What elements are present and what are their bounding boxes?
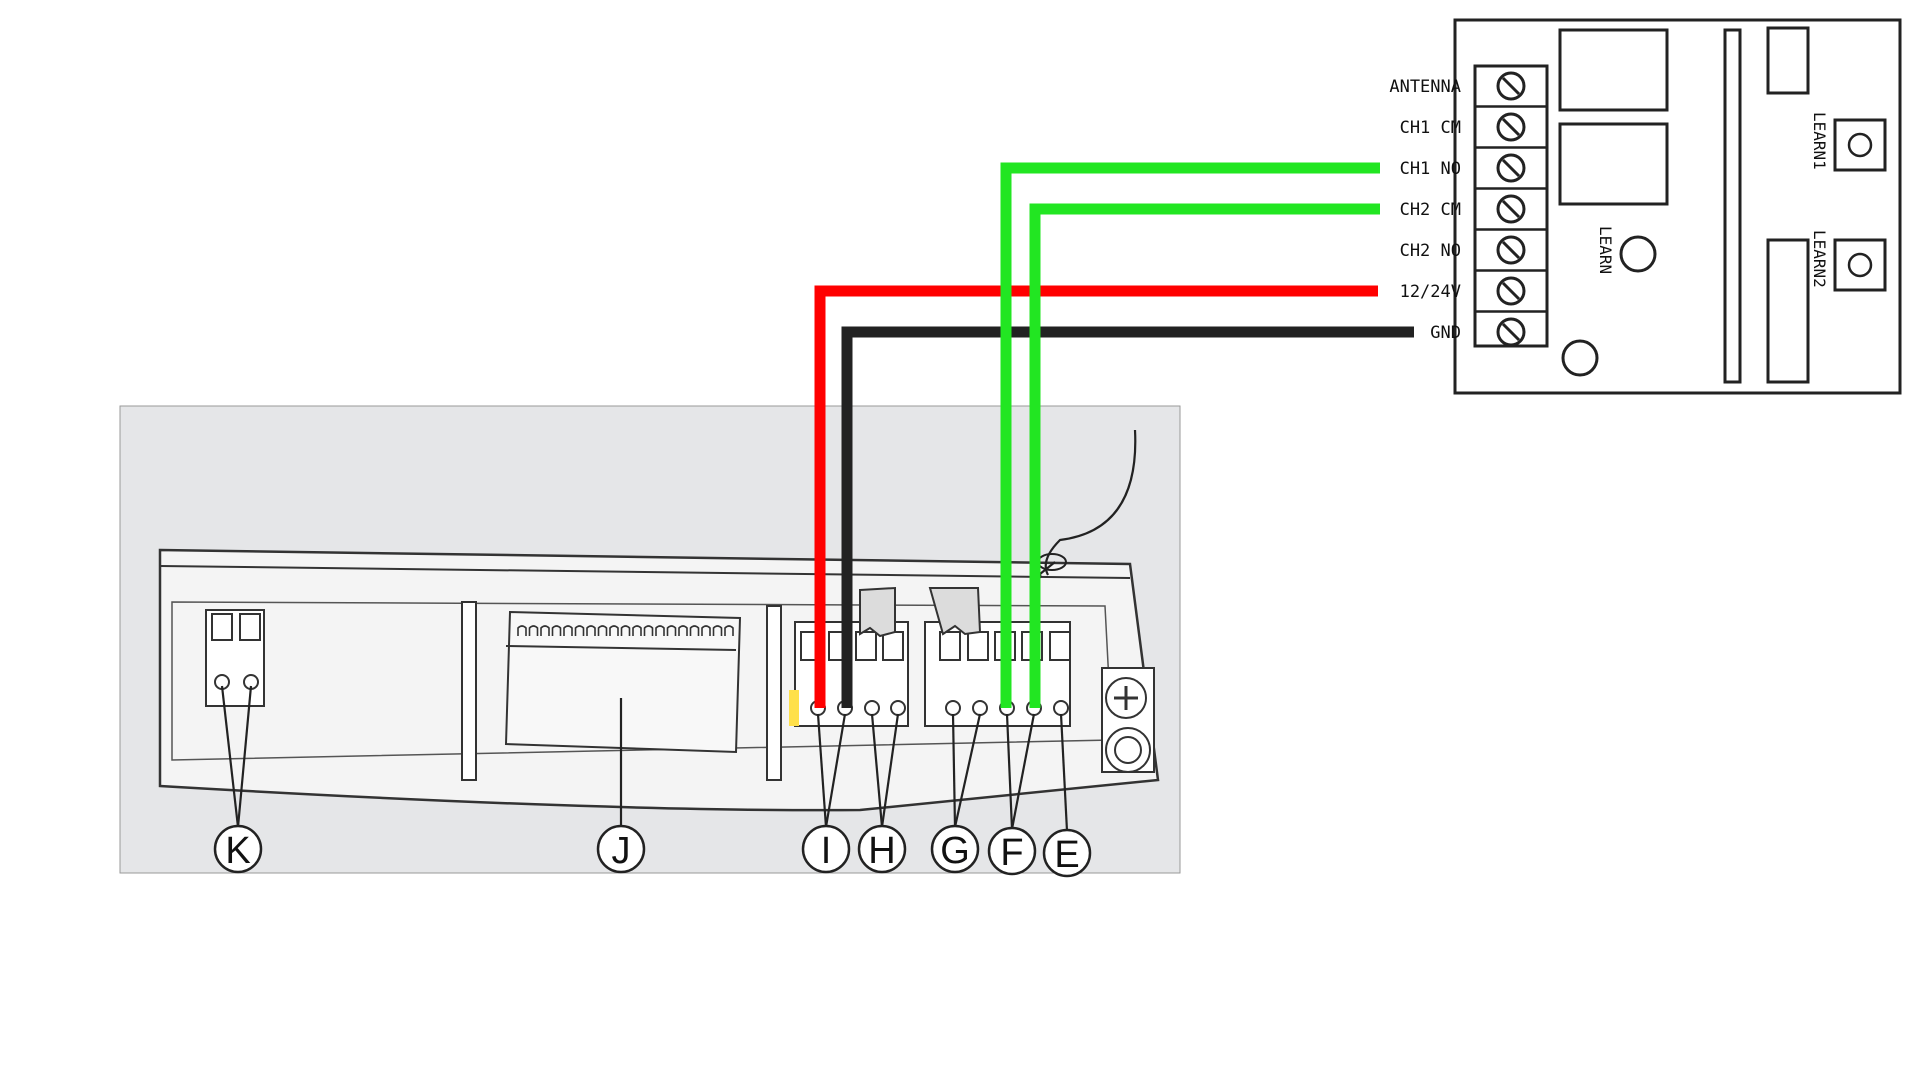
terminal-screw (1496, 276, 1526, 306)
relay-1 (1558, 28, 1669, 112)
terminal-screw (1496, 194, 1526, 224)
terminal-label: GND (1430, 323, 1461, 343)
ground-wire (841, 326, 1414, 708)
receiver-module: LEARN LEARN1 LEARN2 ANTENNA CH1 CM CH1 NO C… (1389, 18, 1902, 395)
connector-k (205, 609, 265, 707)
terminal-screw (1496, 112, 1526, 142)
connector-j (504, 610, 742, 754)
ch2-cm-wire (1029, 203, 1380, 708)
terminal-screw (1496, 153, 1526, 183)
callout-i: I (801, 713, 851, 874)
terminal-label: CH1 NO (1400, 159, 1461, 179)
callout-f: F (987, 713, 1037, 876)
screw-terminal (1101, 667, 1155, 773)
terminal-labels: ANTENNA CH1 CM CH1 NO CH2 CM CH2 NO 12/24V GND (1389, 77, 1461, 343)
svg-text:F: F (1000, 832, 1023, 874)
component-top (1766, 26, 1810, 95)
callout-h: H (857, 713, 907, 874)
learn2-button-dot (1847, 252, 1873, 278)
terminal-screw (1496, 235, 1526, 265)
terminal-label: CH1 CM (1400, 118, 1461, 138)
component-strip (1723, 28, 1742, 384)
svg-text:E: E (1054, 834, 1079, 876)
svg-text:H: H (868, 830, 895, 872)
terminal-label: ANTENNA (1389, 77, 1461, 97)
terminal-screw (1496, 71, 1526, 101)
callout-g: G (930, 713, 982, 874)
power-wire (814, 285, 1378, 708)
terminal-label: 12/24V (1400, 282, 1461, 302)
callout-e: E (1042, 713, 1092, 878)
terminal-label: CH2 NO (1400, 241, 1461, 261)
learn1-button-dot (1847, 132, 1873, 158)
highlight-marker (789, 690, 799, 726)
antenna-wire (1039, 429, 1137, 576)
ch1-no-wire (1000, 162, 1380, 708)
learn-led (1619, 235, 1657, 273)
svg-text:K: K (225, 830, 250, 872)
relay-2 (1558, 122, 1669, 206)
learn1-button[interactable] (1833, 118, 1887, 172)
controller-board (119, 405, 1181, 874)
terminal-screws (1475, 71, 1547, 347)
learn-label: LEARN (1596, 226, 1615, 274)
wires (814, 162, 1414, 708)
callout-k: K (213, 685, 263, 874)
learn1-label: LEARN1 (1810, 112, 1829, 170)
learn2-label: LEARN2 (1810, 230, 1829, 288)
terminal-screw (1496, 317, 1526, 347)
svg-text:I: I (821, 830, 832, 872)
svg-text:J: J (612, 830, 631, 872)
component-bottom (1766, 238, 1810, 384)
svg-text:G: G (940, 830, 970, 872)
terminal-label: CH2 CM (1400, 200, 1461, 220)
callout-j: J (596, 698, 646, 874)
mounting-hole (1561, 339, 1599, 377)
